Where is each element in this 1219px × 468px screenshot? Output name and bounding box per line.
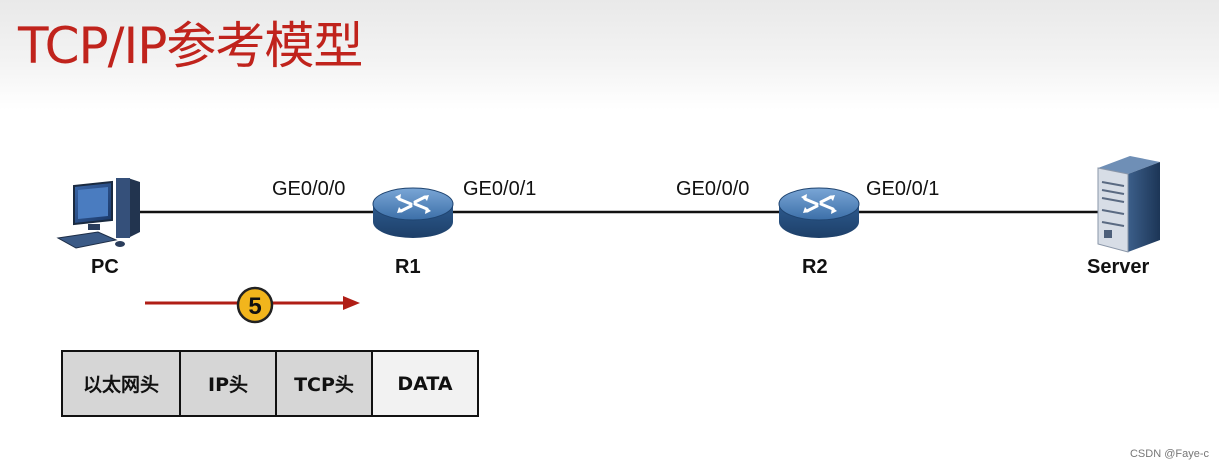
slide-title: TCP/IP参考模型 [18,17,363,75]
router-r2-icon [778,187,860,238]
r1-ge000-label: GE0/0/0 [272,178,346,200]
pc-label: PC [91,256,119,278]
header-band [0,0,1219,110]
router-r1-icon [372,187,454,238]
tcp-header-field: TCP头 [277,352,373,415]
ip-header-field: IP头 [181,352,277,415]
ethernet-header-field: 以太网头 [63,352,181,415]
r2-label: R2 [802,256,828,278]
step-number: 5 [248,293,261,320]
r2-ge001-label: GE0/0/1 [866,178,940,200]
r2-ge000-label: GE0/0/0 [676,178,750,200]
r1-label: R1 [395,256,421,278]
packet-structure: 以太网头 IP头 TCP头 DATA [61,350,479,417]
step-badge: 5 [236,286,274,324]
data-field: DATA [373,352,477,415]
watermark: CSDN @Faye-c [1129,448,1209,460]
r1-ge001-label: GE0/0/1 [463,178,537,200]
pc-icon [56,178,140,249]
server-icon [1097,156,1160,253]
server-label: Server [1087,256,1150,278]
